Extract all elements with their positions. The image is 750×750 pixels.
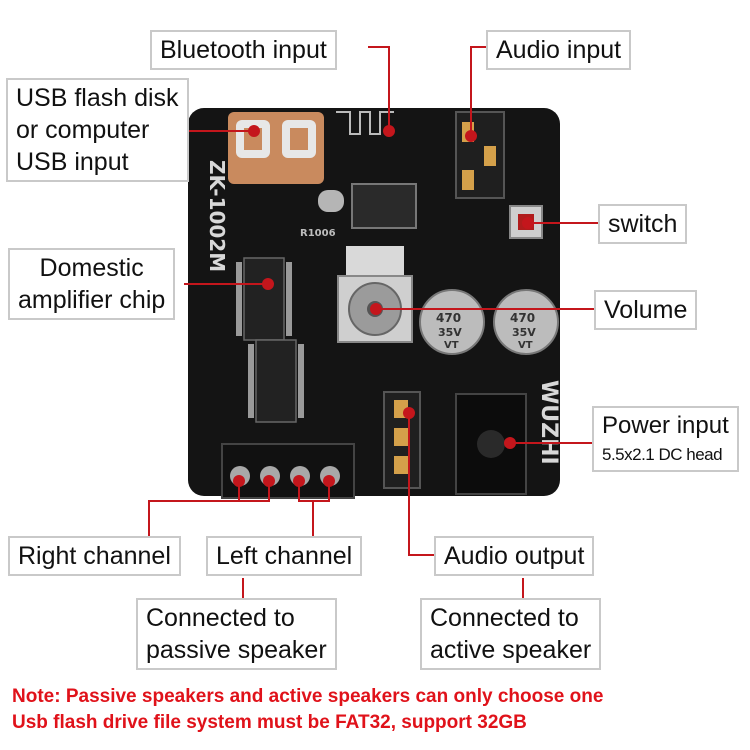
connector-dot [383, 125, 395, 137]
callout-bluetooth-input: Bluetooth input [150, 30, 337, 70]
audio-input-jack [455, 111, 505, 199]
audio-output-label: Audio output [444, 542, 585, 570]
crystal [318, 190, 344, 212]
switch-label: switch [608, 210, 678, 238]
connector-line [298, 500, 330, 502]
passive-speaker-label-line1: Connected to [146, 604, 295, 632]
callout-audio-input: Audio input [486, 30, 632, 70]
note-line-1: Note: Passive speakers and active speake… [12, 686, 604, 707]
callout-usb-input: USB flash disk or computer USB input [6, 78, 189, 182]
note-line-2: Usb flash drive file system must be FAT3… [12, 712, 527, 733]
passive-speaker-label-line2: passive speaker [146, 636, 327, 664]
bluetooth-chip [351, 183, 417, 229]
callout-switch: switch [598, 204, 688, 244]
connector-line [238, 482, 240, 502]
connector-dot [403, 407, 415, 419]
left-channel-label: Left channel [216, 542, 353, 570]
connector-dot [263, 475, 275, 487]
usb-input-label-line3: USB input [16, 148, 129, 176]
chip-marking-text: R1006 [300, 228, 336, 239]
connector-line [375, 308, 595, 310]
capacitor-marking-left: 470 [436, 311, 461, 325]
connector-dot [293, 475, 305, 487]
connector-line [312, 500, 314, 540]
callout-power-input: Power input 5.5x2.1 DC head [592, 406, 739, 472]
connector-line [184, 283, 268, 285]
connector-line [508, 442, 594, 444]
connector-dot [248, 125, 260, 137]
connector-line [388, 46, 390, 130]
connector-line [148, 500, 150, 540]
connector-dot [262, 278, 274, 290]
volume-label: Volume [604, 296, 688, 324]
bluetooth-input-label: Bluetooth input [160, 36, 327, 64]
connector-line [368, 46, 390, 48]
capacitor-marking-right: 470 [510, 311, 535, 325]
connector-dot [323, 475, 335, 487]
connector-line [530, 222, 598, 224]
amp-chip-label-line2: amplifier chip [18, 286, 166, 314]
capacitor-vt-right: VT [518, 340, 533, 351]
callout-left-channel: Left channel [206, 536, 363, 576]
connector-line [298, 482, 300, 502]
usb-input-label-line2: or computer [16, 116, 150, 144]
amplifier-chips [243, 257, 297, 423]
board-brand-text: WUZHI [536, 380, 561, 465]
right-channel-label: Right channel [18, 542, 171, 570]
connector-line [328, 482, 330, 502]
connector-line [470, 46, 486, 48]
connector-line [186, 130, 252, 132]
power-input-label-line2: 5.5x2.1 DC head [602, 445, 723, 464]
connector-line [470, 46, 472, 136]
connector-line [268, 482, 270, 502]
callout-volume: Volume [594, 290, 698, 330]
connector-line [242, 578, 244, 600]
capacitor-vt-left: VT [444, 340, 459, 351]
capacitor-voltage-right: 35V [512, 326, 536, 339]
connector-dot [465, 130, 477, 142]
board-model-text: ZK-1002M [205, 160, 229, 272]
callout-amplifier-chip: Domestic amplifier chip [8, 248, 176, 320]
connector-line [148, 500, 268, 502]
connector-line [408, 554, 434, 556]
usb-input-label-line1: USB flash disk [16, 84, 179, 112]
audio-input-label: Audio input [496, 36, 622, 64]
active-speaker-label-line2: active speaker [430, 636, 592, 664]
connector-line [408, 412, 410, 556]
callout-active-speaker: Connected to active speaker [420, 598, 602, 670]
connector-dot [233, 475, 245, 487]
volume-potentiometer [337, 246, 413, 343]
active-speaker-label-line1: Connected to [430, 604, 579, 632]
connector-dot [370, 303, 382, 315]
bluetooth-antenna [336, 111, 394, 135]
callout-audio-output: Audio output [434, 536, 595, 576]
audio-output-jack [383, 391, 421, 489]
speaker-terminal [221, 443, 355, 499]
amp-chip-label-line1: Domestic [39, 254, 144, 282]
callout-passive-speaker: Connected to passive speaker [136, 598, 337, 670]
callout-right-channel: Right channel [8, 536, 181, 576]
usb-port [228, 112, 324, 184]
connector-dot [522, 217, 534, 229]
power-input-label-line1: Power input [602, 412, 729, 439]
capacitor-voltage-left: 35V [438, 326, 462, 339]
capacitors [419, 289, 559, 355]
connector-dot [504, 437, 516, 449]
connector-line [522, 578, 524, 600]
